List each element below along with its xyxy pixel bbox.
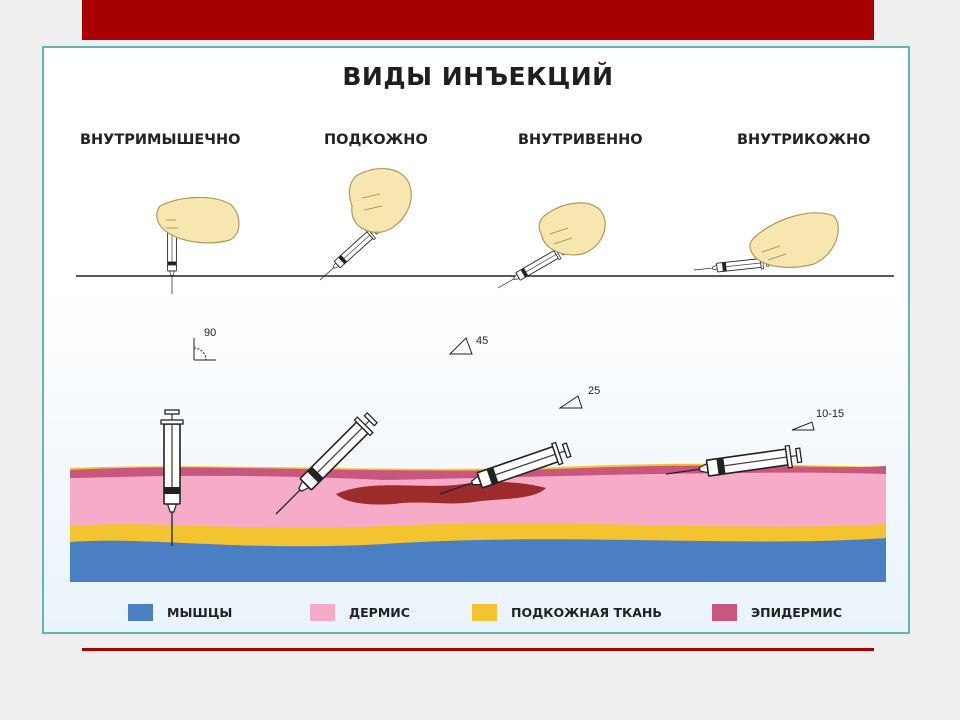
legend-swatch-muscle	[128, 603, 153, 621]
method-label-intravenous: ВНУТРИВЕННО	[518, 132, 643, 148]
method-label-intramuscular: ВНУТРИМЫШЕЧНО	[80, 132, 241, 148]
bottom-accent-line	[82, 648, 874, 651]
legend-swatch-epidermis	[712, 603, 737, 621]
legend-label-muscle: МЫШЦЫ	[167, 604, 233, 620]
injection-types-panel: ВИДЫ ИНЪЕКЦИЙ ВНУТРИМЫШЕЧНО ПОДКОЖНО ВНУ…	[42, 46, 910, 634]
top-accent-bar	[82, 0, 874, 40]
angle-marker-25: 25	[558, 385, 600, 409]
legend-label-subcutaneous: ПОДКОЖНАЯ ТКАНЬ	[511, 604, 662, 620]
injection-diagram: 90 45 25 10-15	[70, 168, 894, 582]
legend-item-epidermis: ЭПИДЕРМИС	[712, 603, 842, 621]
method-label-subcutaneous: ПОДКОЖНО	[324, 132, 428, 148]
page-title: ВИДЫ ИНЪЕКЦИЙ	[342, 62, 614, 91]
legend-label-dermis: ДЕРМИС	[349, 604, 410, 620]
angle-marker-10-15: 10-15	[791, 408, 844, 431]
legend-swatch-dermis	[310, 603, 335, 621]
legend-item-muscle: МЫШЦЫ	[128, 603, 232, 621]
method-label-intradermal: ВНУТРИКОЖНО	[737, 132, 871, 148]
angle-marker-45: 45	[448, 335, 488, 355]
legend-item-subcutaneous: ПОДКОЖНАЯ ТКАНЬ	[472, 603, 662, 621]
legend-label-epidermis: ЭПИДЕРМИС	[751, 604, 843, 620]
legend-swatch-subcutaneous	[472, 603, 497, 621]
hand-icon-intravenous	[494, 202, 606, 294]
legend-item-dermis: ДЕРМИС	[310, 603, 410, 621]
angle-label-90: 90	[204, 327, 216, 339]
angle-label-10-15: 10-15	[816, 408, 844, 420]
hand-icon-intramuscular	[156, 196, 240, 295]
angle-label-25: 25	[588, 385, 600, 397]
hand-icon-intradermal	[692, 212, 839, 277]
hand-icon-subcutaneous	[315, 168, 412, 285]
angle-marker-90: 90	[193, 327, 216, 361]
angle-label-45: 45	[476, 335, 488, 347]
